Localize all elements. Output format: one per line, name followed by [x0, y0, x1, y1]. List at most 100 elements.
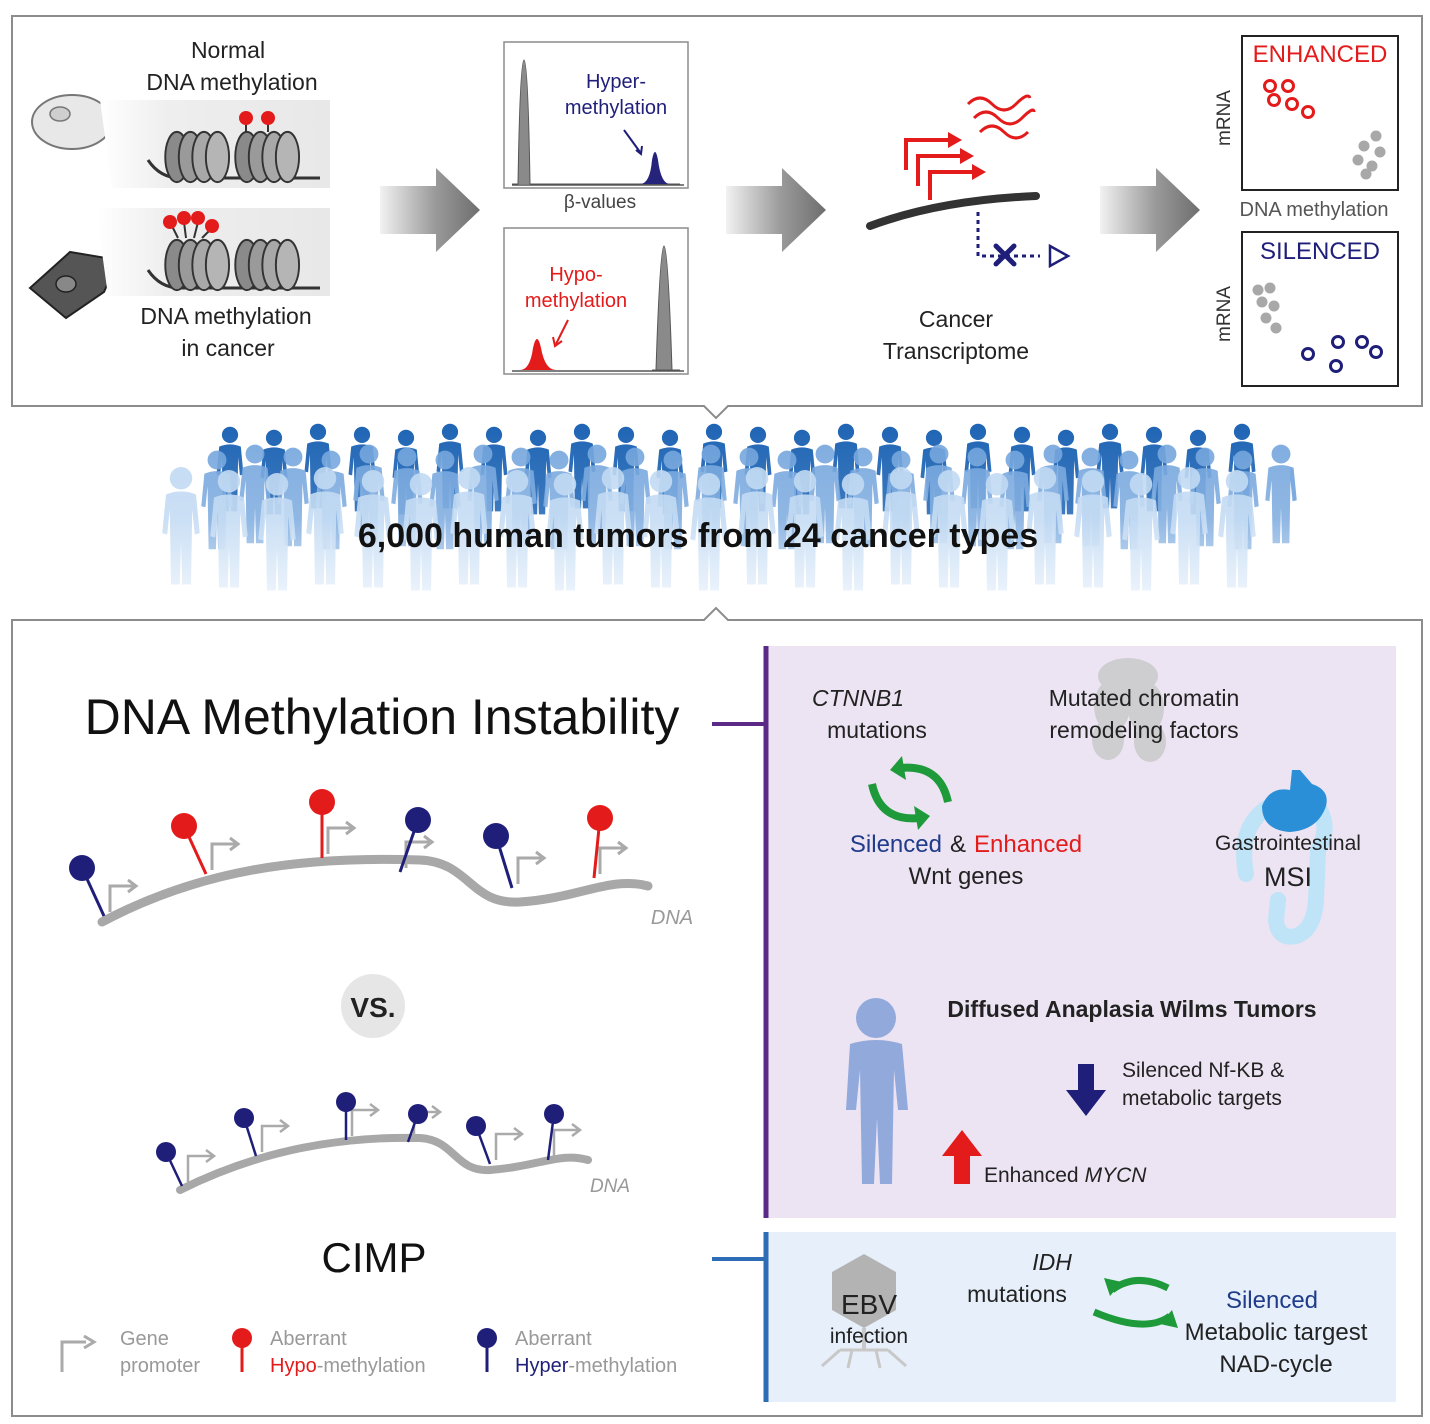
hypo-methylation-icon: [309, 789, 335, 815]
idh-label: IDH: [1032, 1249, 1072, 1275]
gene-promoter-icon: [598, 840, 629, 874]
nfkb-line1: Silenced Nf-KB &: [1122, 1059, 1284, 1082]
normal-label-line2: DNA methylation: [146, 69, 317, 95]
hyper-methylation-icon: [234, 1108, 254, 1128]
mycn-prefix: Enhanced: [984, 1164, 1079, 1187]
legend-hyper-suffix: -methylation: [568, 1355, 677, 1377]
legend-gene-line2: promoter: [120, 1355, 200, 1377]
gene-promoter-icon: [404, 834, 435, 868]
gi-label: Gastrointestinal: [1215, 832, 1361, 855]
chromatin-label-line1: Mutated chromatin: [1049, 685, 1239, 711]
legend-hypo-suffix: -methylation: [317, 1355, 426, 1377]
legend: Gene promoter Aberrant Hypo-methylation …: [60, 1328, 677, 1377]
chromatin-label-line2: remodeling factors: [1049, 717, 1238, 743]
gastrointestinal-icon: [1236, 770, 1333, 945]
wnt-genes-label: Wnt genes: [909, 863, 1024, 890]
hypo-label-line1: Hypo-: [549, 264, 602, 286]
cimp-title: CIMP: [322, 1234, 427, 1281]
enhanced-title: ENHANCED: [1253, 41, 1388, 68]
hypo-methylation-icon: [587, 805, 613, 831]
gene-promoter-icon: [516, 850, 547, 884]
gene-promoter-icon: [494, 1127, 525, 1160]
ebv-infection-label: infection: [830, 1325, 908, 1348]
cancer-label-line2: in cancer: [181, 335, 275, 361]
mrna-axis-label: mRNA: [1214, 286, 1235, 342]
transcriptome-label-line2: Transcriptome: [883, 338, 1029, 364]
wnt-line1: Silenced&Enhanced: [850, 831, 1082, 858]
legend-hypo-word: Hypo: [270, 1355, 317, 1377]
legend-hyper-word: Hyper: [515, 1355, 569, 1377]
gene-promoter-icon: [326, 820, 357, 854]
dna-strand-instability: [69, 789, 653, 927]
cohort-banner-text: 6,000 human tumors from 24 cancer types: [358, 517, 1038, 555]
msi-label: MSI: [1264, 862, 1312, 892]
gene-promoter-icon: [552, 1123, 583, 1156]
dna-label: DNA: [590, 1176, 630, 1197]
normal-chromatin-icon: [146, 111, 320, 184]
hyper-methylation-icon: [483, 823, 509, 849]
vs-label: VS.: [350, 992, 395, 1023]
legend-hyper-line: Hyper-methylation: [515, 1355, 677, 1377]
normal-label-line1: Normal: [191, 37, 265, 63]
ebv-virus-icon: [821, 1254, 907, 1369]
mrna-axis-label: mRNA: [1214, 90, 1235, 146]
instability-title: DNA Methylation Instability: [85, 689, 680, 745]
gene-promoter-icon: [108, 878, 139, 912]
hypo-label-line2: methylation: [525, 290, 627, 312]
dna-strand-cimp: [156, 1092, 592, 1194]
cycle-arrows-icon: [868, 763, 952, 823]
silenced-title: SILENCED: [1260, 238, 1380, 265]
hypo-methylation-icon: [171, 813, 197, 839]
down-arrow-icon: [1066, 1064, 1106, 1116]
wnt-silenced: Silenced: [850, 831, 942, 858]
cimp-metabolic-label: Metabolic targest: [1185, 1319, 1368, 1346]
hyper-methylation-icon: [336, 1092, 356, 1112]
transcriptome-label-line1: Cancer: [919, 306, 993, 332]
idh-mutations-label: mutations: [967, 1281, 1067, 1307]
cancer-chromatin-icon: [146, 211, 320, 292]
methyl-mark-red-icon: [239, 111, 253, 125]
ctnnb1-label: CTNNB1: [812, 685, 904, 711]
hyper-methylation-icon: [466, 1116, 486, 1136]
ebv-label: EBV: [841, 1289, 897, 1320]
flow-arrow-icon: [1100, 168, 1200, 252]
hyper-label-line2: methylation: [565, 97, 667, 119]
flow-arrow-icon: [726, 168, 826, 252]
hyper-label-line1: Hyper-: [586, 71, 646, 93]
gene-promoter-icon: [210, 836, 241, 870]
nfkb-line2: metabolic targets: [1122, 1087, 1282, 1110]
top-panel: [11, 15, 1423, 420]
vs-badge: [341, 974, 405, 1038]
wnt-enhanced: Enhanced: [974, 831, 1082, 858]
beta-values-label: β-values: [564, 192, 636, 213]
up-arrow-icon: [942, 1130, 982, 1184]
legend-gene-line1: Gene: [120, 1328, 169, 1350]
cimp-nad-label: NAD-cycle: [1219, 1351, 1332, 1378]
transcription-icon: [866, 94, 1071, 269]
hypo-histogram: [503, 227, 689, 375]
wnt-amp: &: [950, 831, 966, 858]
hyper-methylation-icon: [405, 807, 431, 833]
dna-label: DNA: [651, 907, 693, 929]
gene-promoter-icon: [260, 1119, 291, 1152]
mycn-line: Enhanced MYCN: [984, 1164, 1147, 1187]
enhanced-scatter: [1241, 35, 1399, 191]
methyl-mark-red-icon: [261, 111, 275, 125]
gene-promoter-icon: [186, 1149, 217, 1182]
ctnnb1-mutations-label: mutations: [827, 717, 927, 743]
hyper-methylation-icon: [156, 1142, 176, 1162]
dna-methylation-axis-label: DNA methylation: [1240, 199, 1389, 221]
mycn-gene: MYCN: [1085, 1164, 1148, 1187]
hyper-methylation-icon: [69, 855, 95, 881]
cimp-silenced-label: Silenced: [1226, 1287, 1318, 1314]
gene-promoter-icon: [60, 1340, 86, 1372]
child-figure-icon: [846, 998, 908, 1184]
chromatin-remodeler-icon: [1092, 658, 1166, 762]
hyper-methylation-icon: [408, 1104, 428, 1124]
silenced-scatter: [1241, 231, 1399, 387]
hyper-methylation-icon: [544, 1104, 564, 1124]
cancer-label-line1: DNA methylation: [140, 303, 311, 329]
legend-hypo-line: Hypo-methylation: [270, 1355, 426, 1377]
wilms-title: Diffused Anaplasia Wilms Tumors: [947, 996, 1316, 1022]
